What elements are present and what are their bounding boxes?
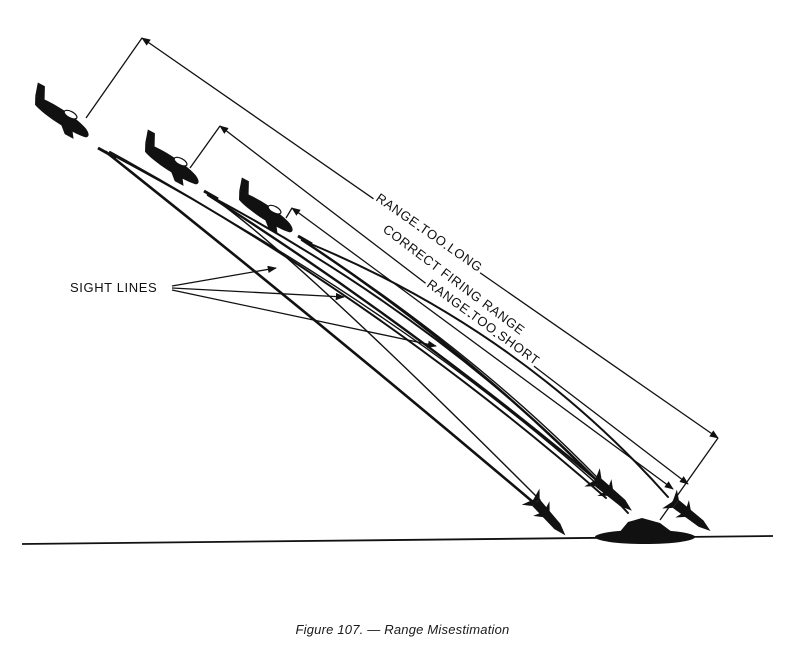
figure-caption: Figure 107. — Range Misestimation bbox=[295, 622, 510, 637]
label-sight-lines: SIGHT LINES bbox=[70, 280, 157, 295]
target-icon bbox=[595, 518, 695, 544]
label-range-too-short: RANGE TOO SHORT bbox=[424, 276, 542, 368]
label-correct-firing-range: CORRECT FIRING RANGE bbox=[380, 221, 528, 337]
rocket-short-icon bbox=[521, 488, 575, 544]
range-brackets bbox=[85, 37, 719, 521]
plane-too-long-icon bbox=[21, 81, 100, 145]
range-labels: RANGE TOO LONG CORRECT FIRING RANGE RANG… bbox=[370, 187, 545, 371]
sight-line-pointers bbox=[171, 265, 437, 348]
